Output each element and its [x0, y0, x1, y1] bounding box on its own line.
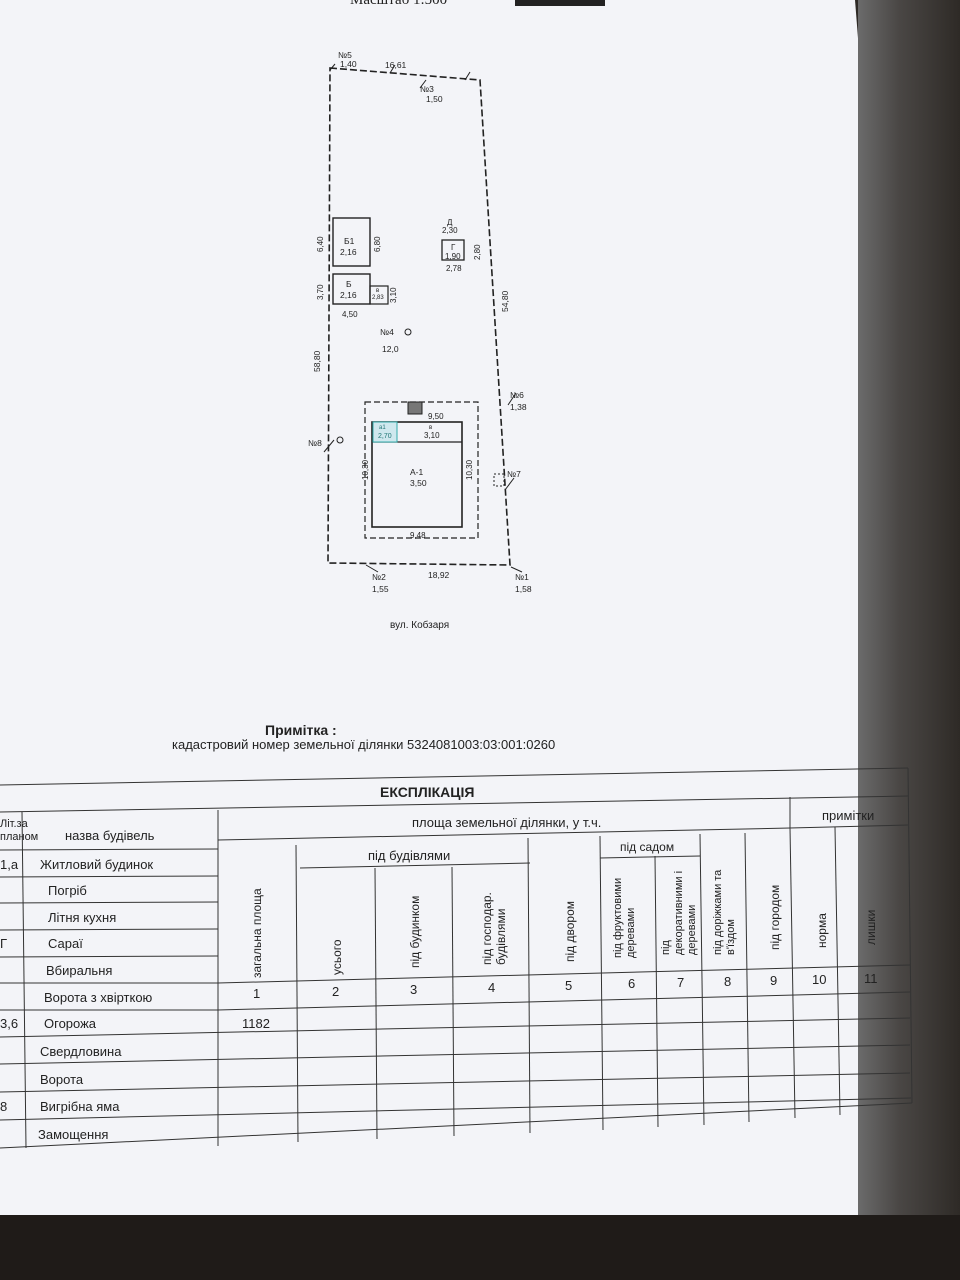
point-7-label: №7 [507, 469, 521, 479]
site-plan: №5 1,40 №3 1,50 №4 12,0 №6 1,38 №7 №8 №2… [308, 50, 532, 594]
building-g-name: Г [451, 243, 456, 252]
dim-a1-h2: 10,30 [465, 459, 474, 480]
row-10-name: Вигрібна яма [40, 1099, 120, 1114]
row-4-name: Сараї [48, 936, 83, 951]
cadastral-number-note: кадастровий номер земельної ділянки 5324… [172, 737, 556, 752]
col-number-2: 2 [332, 984, 340, 999]
col-notes-header: примітки [822, 808, 875, 823]
under-buildings-header: під будівлями [368, 848, 451, 863]
row-5-name: Вбиральня [46, 963, 113, 978]
vheader-under-outbuildings: під господар. будівлями [480, 892, 508, 965]
point-4-label: №4 [380, 327, 394, 337]
row-6-name: Ворота з хвірткою [44, 990, 153, 1005]
col-number-5: 5 [565, 978, 573, 993]
scale-label: Масштаб 1:500 [350, 0, 448, 8]
dim-left: 58,80 [312, 350, 322, 372]
point-8-label: №8 [308, 438, 322, 448]
point-1-value: 1,58 [515, 584, 532, 594]
dim-right: 54,80 [500, 290, 510, 312]
col-number-11: 11 [864, 971, 878, 986]
row-1-lit: 1,а [0, 857, 19, 872]
building-a1-left-name: а1 [379, 425, 386, 431]
building-v-name: в [376, 288, 379, 294]
building-b-name: Б [346, 279, 352, 289]
row-7-name: Огорожа [44, 1016, 97, 1031]
col-name-header: назва будівель [65, 828, 155, 843]
row-2-name: Погріб [48, 883, 87, 898]
note-title: Примітка : [265, 722, 337, 738]
vheader-decorative-trees: під декоративними і деревами [660, 870, 698, 955]
dim-b-w: 4,50 [342, 310, 358, 319]
dim-b-h: 3,70 [316, 284, 325, 300]
dim-b1-h2: 6,80 [373, 236, 382, 252]
point-5-label: №5 [338, 50, 352, 60]
point-4-value: 12,0 [382, 344, 399, 354]
building-a1-left-height: 2,70 [378, 433, 392, 440]
col-lit-header: Літ.за планом [0, 818, 39, 843]
point-2-value: 1,55 [372, 584, 389, 594]
vheader-garden-plot: під городом [768, 884, 782, 950]
row-3-name: Літня кухня [48, 910, 117, 925]
point-3-value: 1,50 [426, 94, 443, 104]
dim-b1-h: 6,40 [316, 236, 325, 252]
vheader-paths: під доріжками та в'їздом [712, 869, 737, 955]
dim-top: 16,61 [385, 60, 407, 70]
vheader-total-area: загальна площа [250, 888, 264, 978]
building-b1-name: Б1 [344, 236, 355, 246]
page-edge-shadow [858, 0, 960, 1280]
row-10-lit: 8 [0, 1099, 8, 1114]
building-g-height: 1,90 [445, 252, 461, 261]
dim-b-h2: 3,10 [389, 287, 398, 303]
total-area-value: 1182 [242, 1016, 270, 1031]
dim-a1-w: 9,48 [410, 531, 426, 540]
building-a-v-height: 3,10 [424, 431, 440, 440]
col-number-3: 3 [410, 982, 418, 997]
point-5-value: 1,40 [340, 59, 357, 69]
row-1-name: Житловий будинок [40, 857, 154, 872]
row-7-lit: 3,6 [0, 1016, 19, 1031]
point-6-value: 1,38 [510, 402, 527, 412]
col-number-10: 10 [812, 972, 827, 987]
point-6-label: №6 [510, 390, 524, 400]
row-4-lit: Г [0, 936, 8, 951]
dim-a1-h: 10,30 [361, 459, 370, 480]
dim-bottom: 18,92 [428, 570, 450, 580]
col-number-8: 8 [724, 974, 732, 989]
dim-g-w: 2,78 [446, 264, 462, 273]
row-9-name: Ворота [40, 1072, 84, 1087]
dim-g-h: 2,80 [473, 244, 482, 260]
dim-a1-top: 9,50 [428, 412, 444, 421]
vheader-under-yard: під двором [563, 900, 577, 962]
building-b-height: 2,16 [340, 290, 357, 300]
col-number-4: 4 [488, 980, 496, 995]
col-number-1: 1 [253, 986, 261, 1001]
col-area-header: площа земельної ділянки, у т.ч. [412, 815, 602, 830]
col-number-9: 9 [770, 973, 778, 988]
col-number-6: 6 [628, 976, 636, 991]
point-2-label: №2 [372, 572, 386, 582]
col-number-7: 7 [677, 975, 685, 990]
vheader-excess: лишки [864, 909, 878, 945]
explication-title: ЕКСПЛІКАЦІЯ [380, 784, 475, 800]
building-v-height: 2,83 [372, 295, 384, 301]
under-garden-header: під садом [620, 840, 675, 854]
building-d-name: Д [447, 218, 453, 227]
point-1-label: №1 [515, 572, 529, 582]
building-a-v-name: в [429, 425, 432, 431]
row-11-name: Замощення [38, 1127, 109, 1142]
building-a1-name: А-1 [410, 467, 424, 477]
point-3-label: №3 [420, 84, 434, 94]
vheader-total: усього [330, 939, 344, 975]
row-8-name: Свердловина [40, 1044, 122, 1059]
vheader-fruit-trees: під фруктовими деревами [612, 877, 637, 958]
building-d-height: 2,30 [442, 226, 458, 235]
building-b1-height: 2,16 [340, 247, 357, 257]
building-a1-height: 3,50 [410, 478, 427, 488]
header-stamp-bar [515, 0, 605, 6]
background-surface [0, 1215, 960, 1280]
vheader-norm: норма [815, 913, 829, 948]
street-label: вул. Кобзаря [390, 620, 450, 631]
vheader-under-house: під будинком [408, 895, 422, 968]
